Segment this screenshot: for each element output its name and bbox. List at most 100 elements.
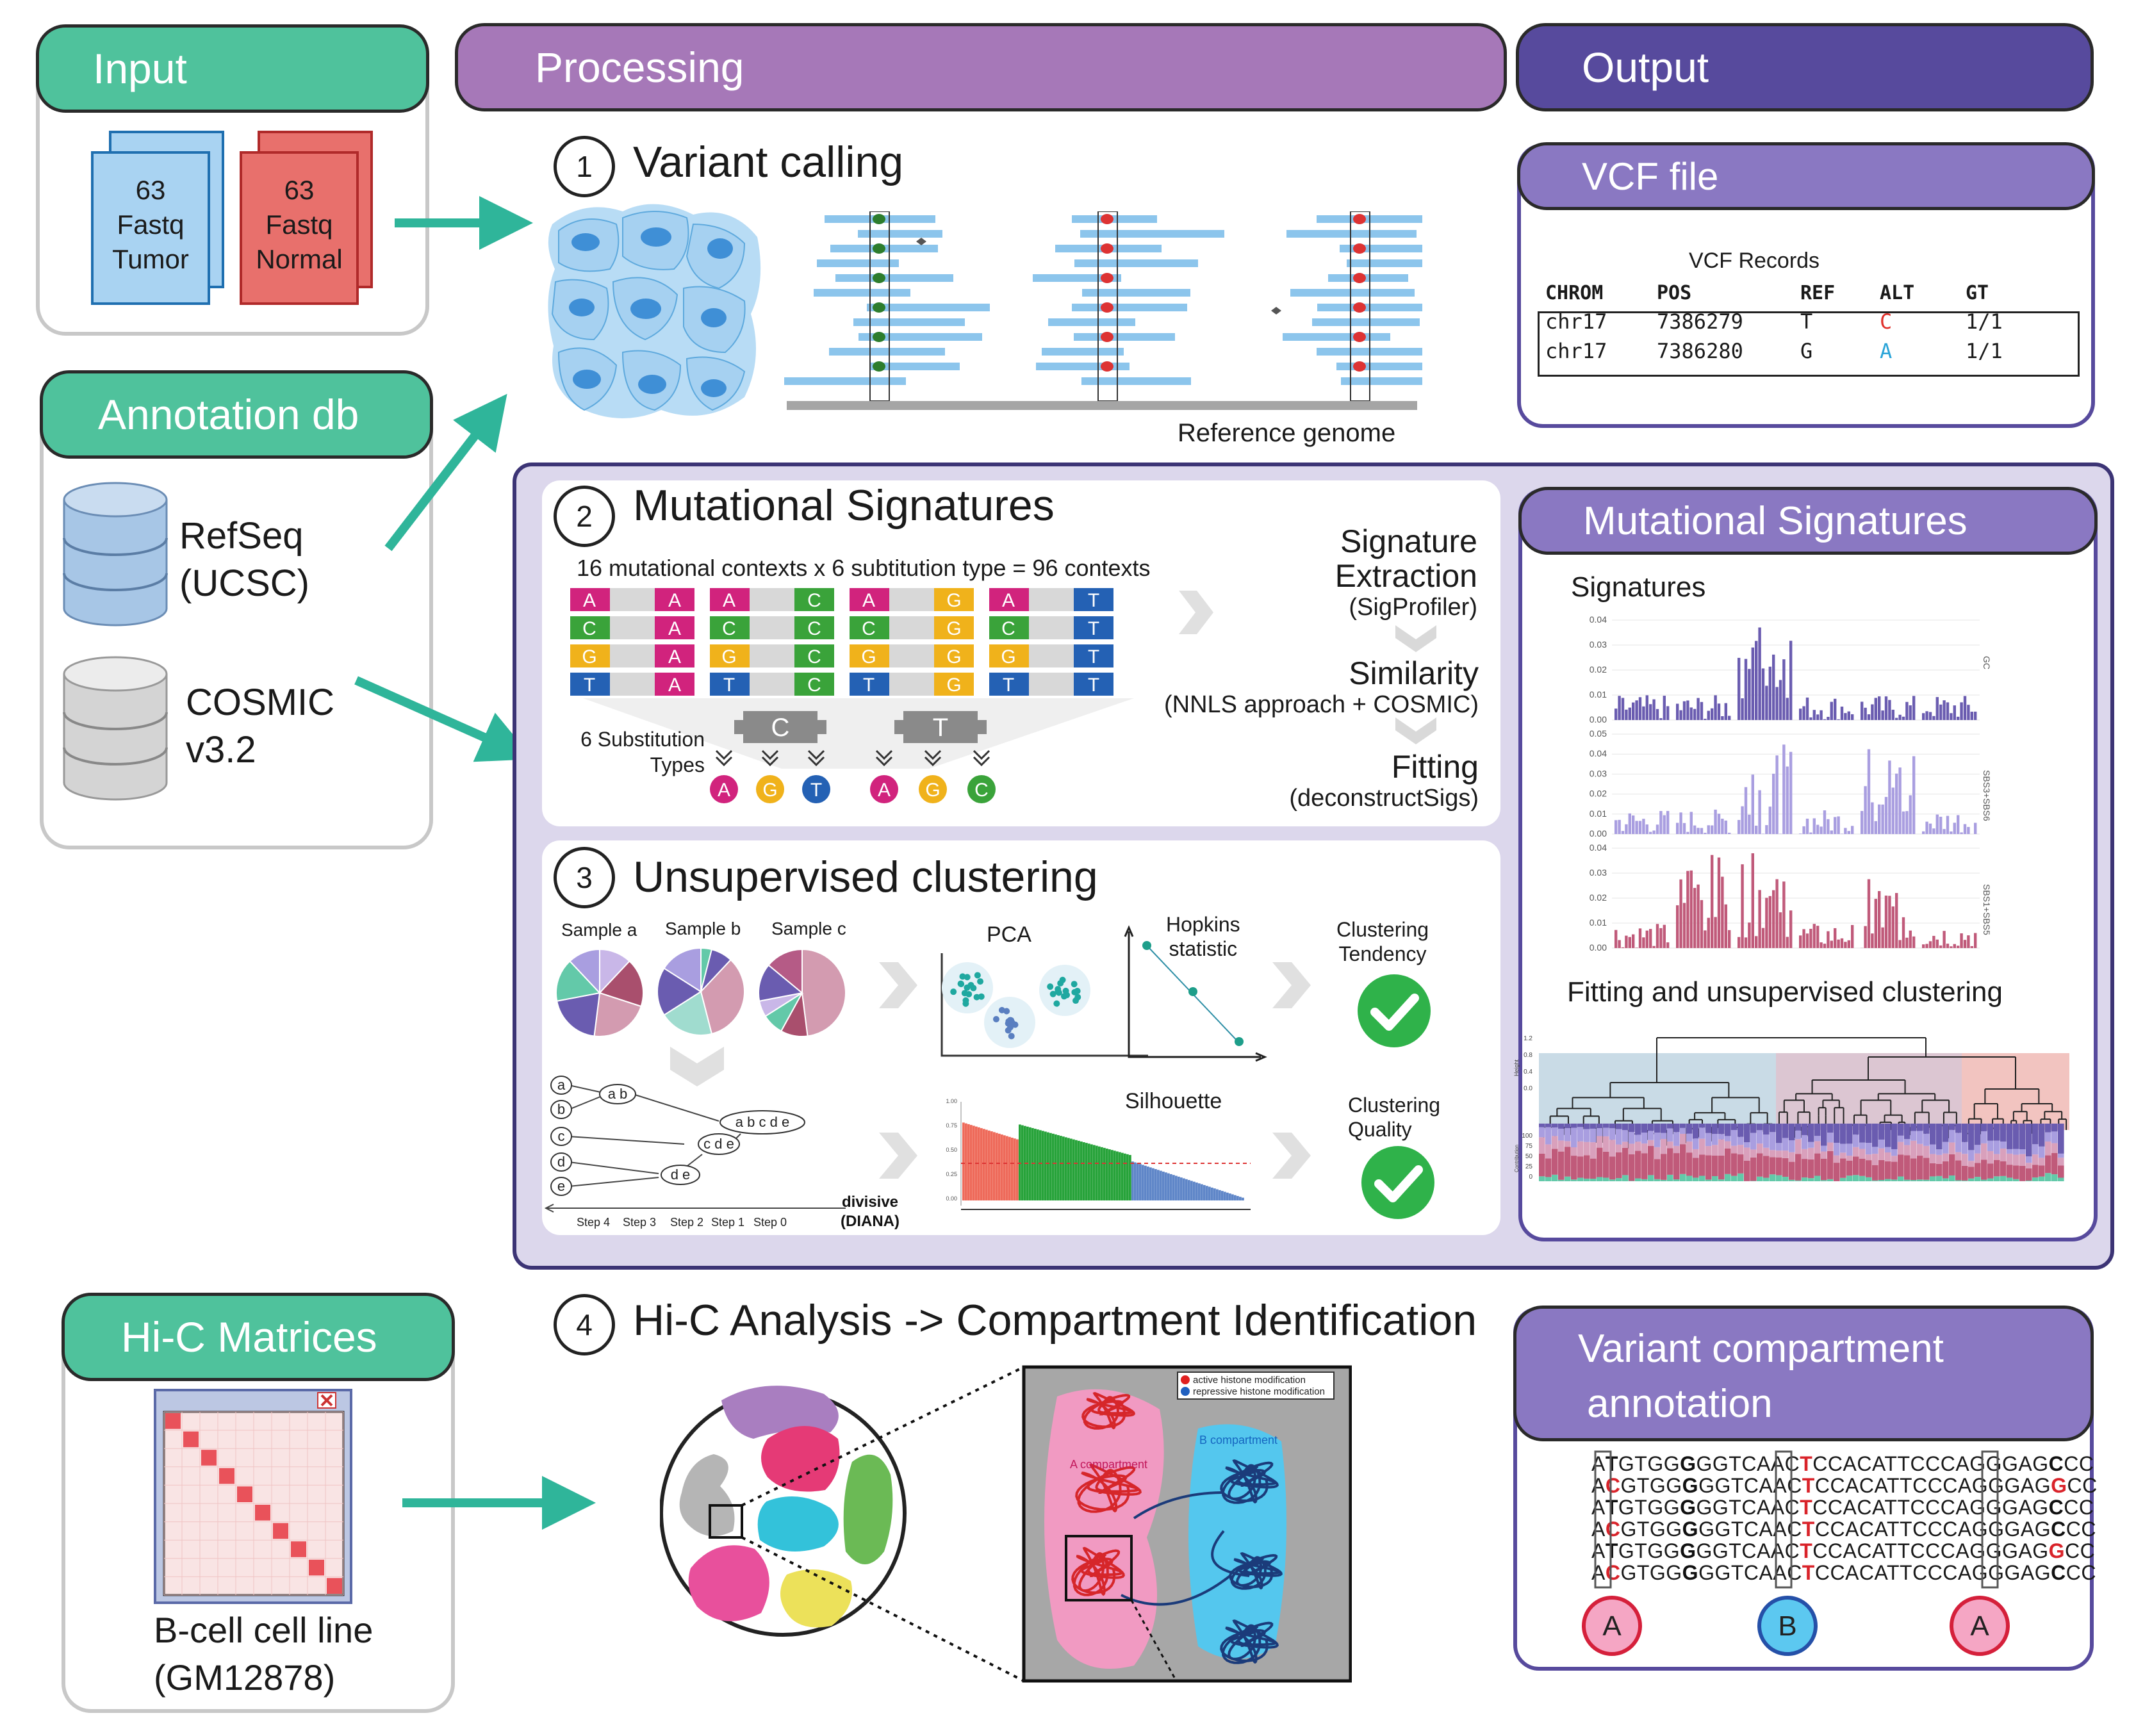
context-left-letter: G [1001,646,1015,667]
diana-node-c: c [558,1128,565,1144]
contribution-segment [1609,1140,1616,1157]
silhouette-bar [1178,1176,1180,1200]
context-left-base [850,644,889,667]
vcf-cell: T [1800,309,1813,334]
alt-chevron [924,749,942,767]
context-right-base [934,616,974,639]
signatures-subtitle: Signatures [1571,571,1706,603]
sig-bar [1909,705,1912,720]
sig-bar [1953,823,1956,834]
context-right-base [934,588,974,611]
contribution-segment [1808,1147,1814,1159]
silhouette-bar [1213,1188,1216,1200]
silhouette-bar [998,1133,1001,1200]
sig-bar [1755,641,1758,720]
sig-bar [1738,937,1741,948]
contribution-segment [1712,1176,1718,1181]
contribution-segment [1808,1159,1814,1179]
sig-bar [1724,703,1727,720]
sig-bar [1628,813,1631,834]
contribution-segment [1808,1142,1814,1148]
silhouette-bar [1029,1127,1031,1200]
silhouette-bar [1193,1181,1195,1200]
read [1048,318,1135,326]
alt-chevron [715,749,733,767]
silhouette-bar [996,1133,998,1200]
tumor-label: Tumor [112,244,189,274]
sig-bar [1851,714,1854,720]
contribution-segment [1686,1133,1693,1142]
contribution-segment [2000,1175,2007,1181]
contribution-segment [1725,1124,1731,1136]
diana-node-e: e [557,1178,565,1194]
contribution-segment [1776,1151,1782,1158]
contribution-segment [1782,1124,1789,1138]
silhouette-bar [973,1126,975,1200]
sig-bar [1645,824,1648,834]
sig-tick-label: 0.04 [1590,842,1607,853]
pipeline-fitting: Fitting (deconstructSigs) [1289,749,1479,812]
context-left-base [989,644,1029,667]
contribution-segment [1667,1124,1673,1129]
silhouette-bar [1106,1149,1108,1200]
diana-step-3: Step 3 [623,1216,656,1229]
contribution-segment [1693,1138,1699,1149]
dendro-tick: 0.0 [1524,1085,1532,1092]
contribution-segment [1981,1179,1987,1181]
quality-label: Clustering Quality [1348,1093,1441,1141]
pca-point [1057,979,1064,987]
contribution-segment [1853,1147,1859,1157]
sig-bar [1772,890,1775,948]
sig-bar [1628,937,1631,948]
contribution-segment [1609,1124,1616,1129]
contribution-segment [1757,1153,1763,1177]
contribution-segment [1987,1151,1994,1164]
contribution-segment [1552,1127,1558,1136]
legend-box [1177,1372,1335,1400]
contribution-segment [2000,1161,2007,1176]
contribution-segment [1859,1124,1866,1143]
contribution-segment [1558,1151,1565,1180]
sig-bar [1943,931,1946,948]
pie-slice [556,992,601,1037]
contribution-segment [1622,1175,1629,1181]
hic-diagonal-cell [165,1413,181,1429]
contribution-segment [1609,1128,1616,1140]
hopkins-label: Hopkins statistic [1166,913,1240,960]
contribution-segment [1565,1176,1571,1181]
context-left-letter: C [582,618,596,639]
variant-allele [1101,273,1113,283]
silhouette-bar [1001,1134,1003,1200]
fitting-title: Fitting and unsupervised clustering [1567,976,2003,1008]
contribution-segment [1577,1127,1584,1142]
sig-tick-label: 0.03 [1590,867,1607,878]
silhouette-bar [1236,1196,1239,1200]
read [1033,274,1121,282]
context-right-letter: G [946,618,961,639]
contribution-segment [1693,1158,1699,1178]
pca-point [1012,1021,1019,1028]
contribution-segment [1571,1156,1577,1180]
contrib-tick: 0 [1529,1174,1532,1181]
contribution-segment [2039,1124,2045,1147]
contribution-segment [1673,1153,1680,1180]
hic-diagonal-cell [291,1541,306,1557]
contribution-bars [1539,1124,2064,1181]
contribution-segment [1744,1160,1750,1181]
sig-bar [1700,900,1704,948]
hic-diagonal-cell [183,1431,199,1448]
read [1328,274,1408,282]
silhouette-bar [1154,1169,1157,1200]
silhouette-bar [1162,1171,1165,1200]
sig-bar [1847,831,1850,834]
silhouette-bar [1188,1180,1190,1200]
reference-genome-bar [787,401,1417,410]
contribution-segment [1834,1163,1840,1181]
contribution-segment [1789,1124,1795,1141]
sig-bar [1950,831,1953,834]
silhouette-bar [1011,1138,1014,1200]
silhouette-bar [980,1128,983,1200]
contribution-segment [1731,1129,1738,1146]
